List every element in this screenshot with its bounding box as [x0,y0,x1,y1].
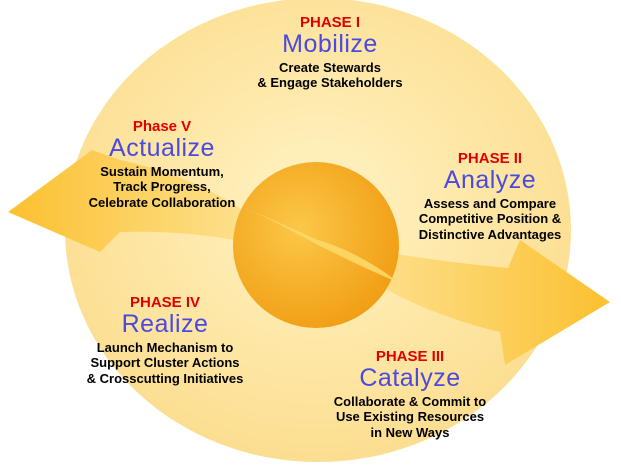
phase-2-label: PHASE II [457,150,523,167]
phase-1: PHASE I Mobilize Create Stewards & Engag… [215,14,445,91]
phase-2-line-2: Competitive Position & [418,211,562,227]
phase-4: PHASE IV Realize Launch Mechanism to Sup… [55,294,275,386]
phase-1-name: Mobilize [282,30,378,59]
phase-2: PHASE II Analyze Assess and Compare Comp… [380,150,600,242]
phase-5-line-3: Celebrate Collaboration [88,194,236,210]
center-circle [233,162,399,328]
phase-5-name: Actualize [109,134,215,163]
phase-3-name: Catalyze [359,364,461,393]
phase-4-name: Realize [121,310,209,339]
phase-5-line-1: Sustain Momentum, [100,163,224,179]
phase-1-line-2: & Engage Stakeholders [257,75,403,91]
phase-1-label: PHASE I [299,14,360,31]
phase-4-line-1: Launch Mechanism to [96,339,234,355]
phase-5: Phase V Actualize Sustain Momentum, Trac… [52,118,272,210]
phase-2-name: Analyze [443,166,537,195]
phase-3: PHASE III Catalyze Collaborate & Commit … [300,348,520,440]
phase-4-line-2: Support Cluster Actions [90,355,240,371]
phase-4-label: PHASE IV [129,294,201,311]
phase-5-line-2: Track Progress, [113,179,211,195]
phase-4-line-3: & Crosscutting Initiatives [86,370,244,386]
left-swoosh-arrow [8,150,292,255]
phase-2-line-3: Distinctive Advantages [418,226,562,242]
phase-2-line-1: Assess and Compare [423,195,557,211]
phase-5-label: Phase V [132,118,192,135]
phase-3-line-1: Collaborate & Commit to [333,393,487,409]
phase-1-line-1: Create Stewards [279,59,381,75]
center-swoosh-overlay [235,205,398,282]
phase-3-label: PHASE III [375,348,445,365]
phase-3-line-2: Use Existing Resources [335,409,485,425]
phase-3-line-3: in New Ways [370,424,450,440]
